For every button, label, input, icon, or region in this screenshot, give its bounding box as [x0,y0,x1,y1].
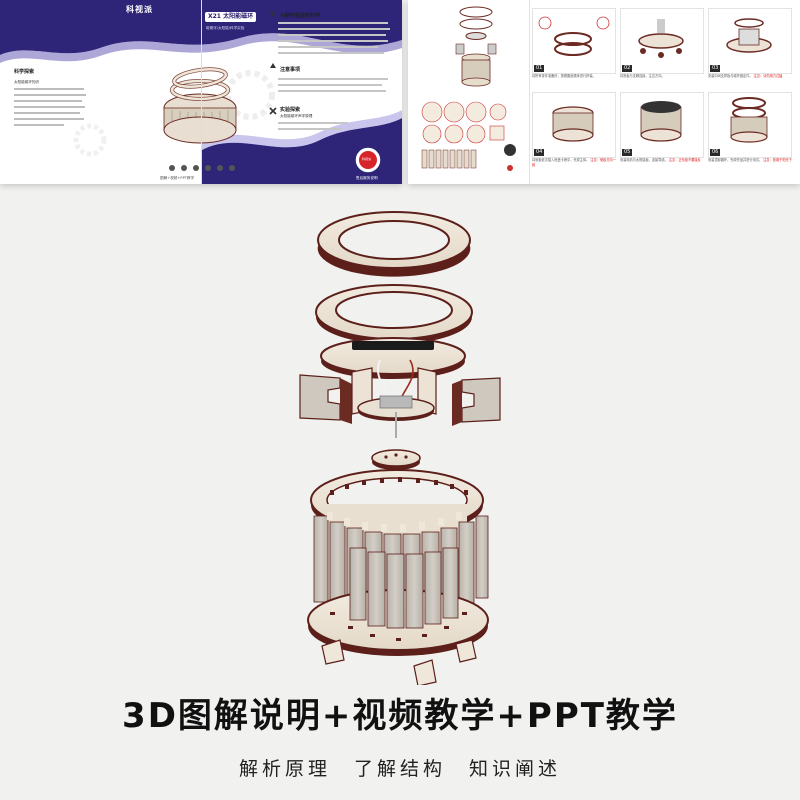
step-cell-3: 03 [708,8,792,74]
step-number: 06 [710,149,721,156]
kit-sublabel: 磁悬浮/太阳能/科学实验 [206,26,245,30]
caption-warning: 注意：放置于阳光下 [763,158,792,162]
step-caption-2: 将底板与支脚连接，注意方向。 [620,74,704,79]
motor-mount [351,367,437,438]
caption-warning: 注意：侧板方向一致 [532,158,616,167]
caption-text: 将底板与支脚连接，注意方向。 [620,74,665,78]
center-disc [371,449,421,470]
step-number: 05 [622,149,633,156]
fold-line [201,0,202,184]
brand-name: 科视派 [126,5,153,14]
section-notes-title: 注意事项 [280,67,301,73]
fold-line-right [529,0,530,184]
brochure-steps-sheet: 01 02 03 04 05 [408,0,800,184]
step-cell-1: 01 [532,8,616,74]
step-number: 03 [710,65,721,72]
caption-warning: 注意：正负极不要接反 [668,158,701,162]
parts-overview-art [421,6,516,171]
side-bracket-left [299,374,352,424]
section-knowledge-title: 太阳能磁环知识 [14,80,40,84]
section-tips-title: 实验探索 [280,107,301,113]
subline: 解析原理 了解结构 知识阐述 [238,758,561,780]
step-number: 02 [622,65,633,72]
top-ring-upper [317,211,471,277]
section-science-title: 科学探索 [14,69,35,75]
step-cell-4: 04 [532,92,616,158]
caption-text: 安装中间支撑板与磁环固定件。 [708,74,753,78]
caption-text: 将侧板依次插入底盘卡槽中，完成主体。 [532,158,590,162]
solar-panel-plate [320,337,466,379]
brochure-cover-sheet: 科视派 X21 太阳能磁环 磁悬浮/太阳能/科学实验 科学探索 太阳能磁环知识 … [0,0,402,184]
footer-right-text: 售后服务说明 [356,176,378,180]
step-number: 04 [534,149,545,156]
step-caption-6: 安装顶部圆环，完成作品并进行测试。 注意：放置于阳光下 [708,158,792,163]
drum-body [307,469,489,685]
side-bracket-right [452,377,501,426]
step-cell-6: 06 [708,92,792,158]
caption-text: 将所有零件准备好，按照图纸顺序进行拼装。 [532,74,596,78]
caption-text: 安装电机与太阳能板，连接导线。 [620,158,668,162]
footer-left-text: 图解+视频+PPT教学 [160,176,195,180]
step-number: 01 [534,65,545,72]
step-caption-1: 将所有零件准备好，按照图纸顺序进行拼装。 [532,74,616,79]
headline: 3D图解说明+视频教学+PPT教学 [122,696,678,736]
step-caption-3: 安装中间支撑板与磁环固定件。 注意：请勿用力过猛 [708,74,792,79]
top-ring-lower [315,284,473,344]
step-cell-2: 02 [620,8,704,74]
section-tips-subtitle: 太阳能磁环声学原理 [280,114,313,118]
section-small-knowledge-title: 小制作背后的科学 [280,13,321,19]
base-legs [321,639,477,685]
caption-text: 安装顶部圆环，完成作品并进行测试。 [708,158,763,162]
step-caption-5: 安装电机与太阳能板，连接导线。 注意：正负极不要接反 [620,158,704,163]
exploded-model-illustration [299,211,501,685]
stamp-text: 科视派 [362,157,372,161]
brochure-cover-art [0,0,402,184]
step-cell-5: 05 [620,92,704,158]
kit-label: X21 太阳能磁环 [205,12,257,22]
step-caption-4: 将侧板依次插入底盘卡槽中，完成主体。 注意：侧板方向一致 [532,158,616,167]
caption-warning: 注意：请勿用力过猛 [753,74,783,78]
